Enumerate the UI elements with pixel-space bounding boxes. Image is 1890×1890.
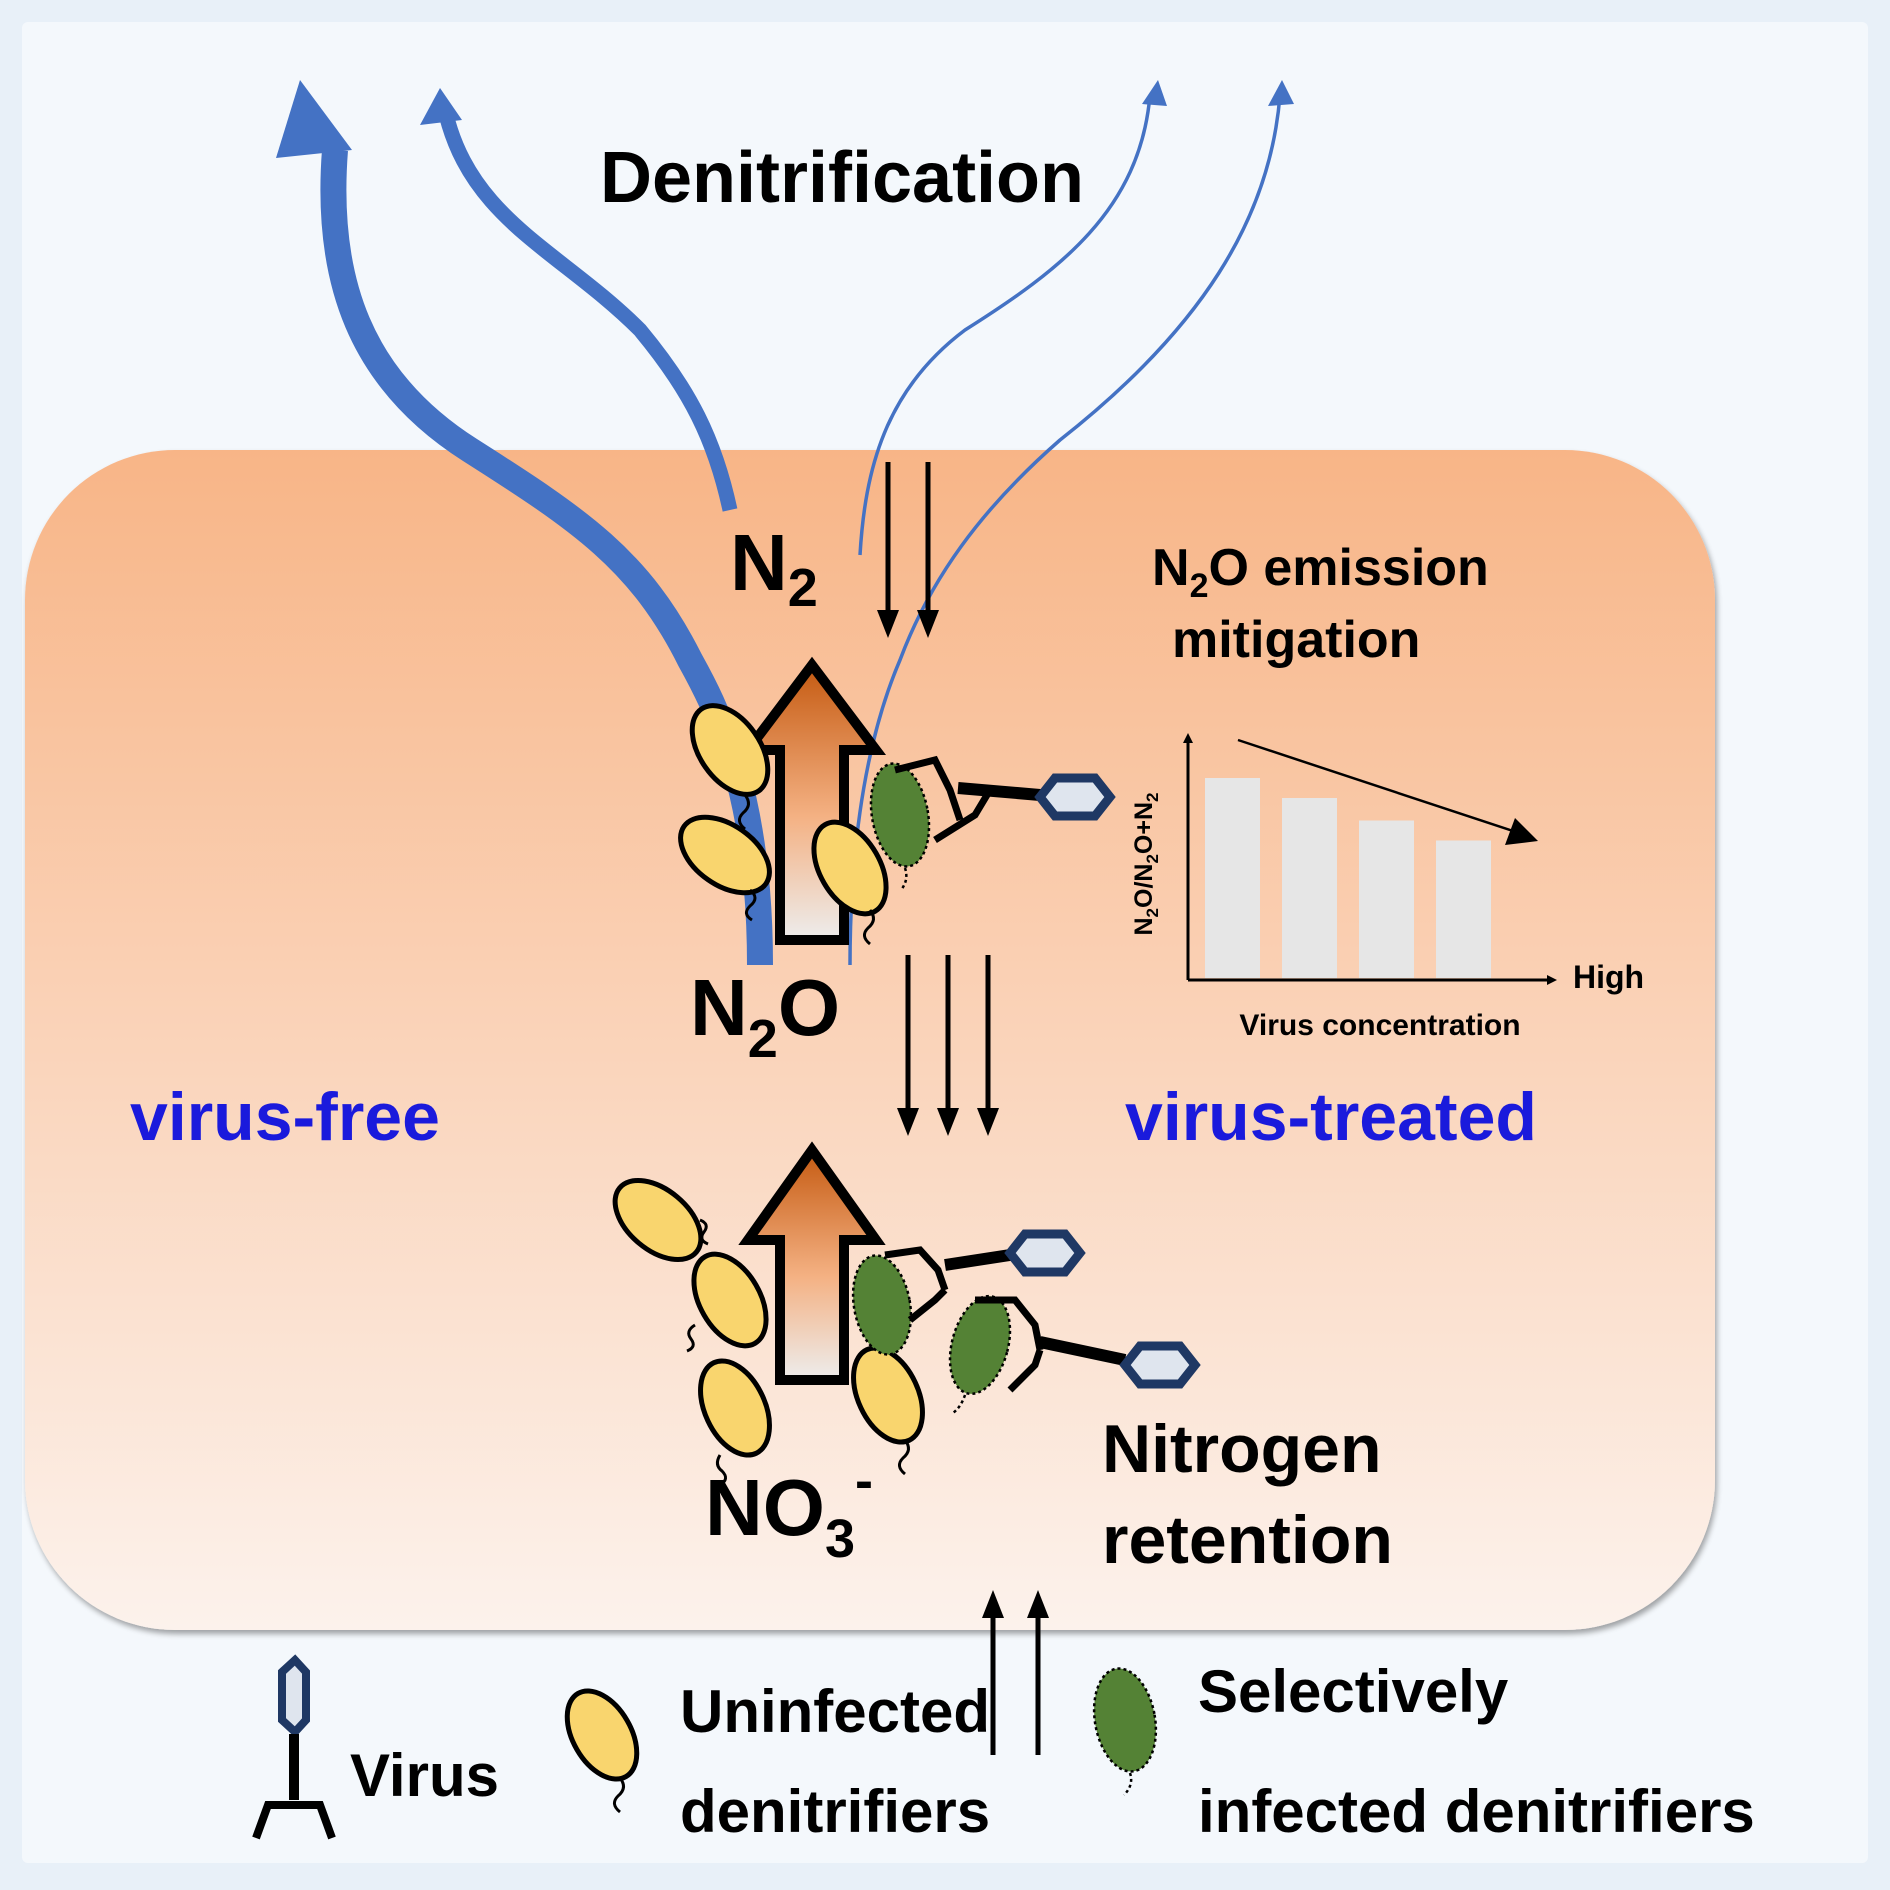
- uninfected-denitrifier: [612, 1177, 709, 1263]
- chart-bar: [1436, 840, 1491, 978]
- chart-trend-arrowhead: [1505, 818, 1538, 845]
- chart-bar: [1359, 820, 1414, 978]
- nitrogen-retention-arrows: [982, 1590, 1049, 1755]
- chart-bar: [1205, 778, 1260, 978]
- flux-arrowhead-thin-2: [1268, 80, 1294, 106]
- n2o-decrease-arrows: [897, 955, 999, 1136]
- legend-infected-line1: Selectively: [1198, 1658, 1509, 1725]
- infected-denitrifier: [851, 1254, 913, 1356]
- infected-cells: [851, 755, 1201, 1414]
- legend-virus-icon: [252, 1654, 336, 1840]
- virus-attached: [975, 1296, 1201, 1393]
- legend-infected-icon: [1092, 1667, 1158, 1796]
- flux-arrow-thin-1: [858, 94, 1152, 556]
- flux-arrowhead-thick: [276, 80, 352, 158]
- chart-bar: [1282, 798, 1337, 978]
- soil-panel: [25, 450, 1715, 1630]
- uninfected-cells: [612, 703, 925, 1487]
- legend-uninfected-line1: Uninfected: [680, 1678, 990, 1745]
- emission-label-line2: mitigation: [1172, 611, 1420, 669]
- n2o-label: N2O: [690, 963, 840, 1069]
- flux-arrow-thin-2: [848, 94, 1282, 966]
- flux-arrowhead-thin-1: [1142, 80, 1167, 106]
- legend-uninfected-line2: denitrifiers: [680, 1778, 990, 1845]
- chart-x-label: Virus concentration: [1239, 1009, 1520, 1042]
- infected-denitrifier: [869, 762, 931, 891]
- nitrate-to-n2o-arrow: [738, 1141, 886, 1385]
- virus-attached: [884, 1229, 1086, 1323]
- n2-decrease-arrows: [877, 462, 939, 638]
- uninfected-denitrifier: [678, 814, 772, 922]
- inset-chart: High Virus concentration N2O/N2O+N2: [1130, 733, 1644, 1042]
- virus-attached: [894, 755, 1116, 843]
- uninfected-denitrifier: [851, 1345, 925, 1476]
- retention-label-line1: Nitrogen: [1102, 1411, 1382, 1487]
- change-arrows: [877, 462, 1049, 1755]
- uninfected-denitrifier: [689, 703, 771, 831]
- flux-arrow-medium: [437, 108, 738, 512]
- chart-bars: [1205, 778, 1491, 978]
- virus-free-label: virus-free: [130, 1079, 440, 1155]
- flux-arrowhead-medium: [420, 88, 462, 125]
- title: Denitrification: [600, 138, 1084, 218]
- chart-trend-line: [1237, 738, 1526, 837]
- uninfected-denitrifier: [698, 1358, 772, 1487]
- legend-infected-line2: infected denitrifiers: [1198, 1778, 1755, 1845]
- virus-treated-label: virus-treated: [1125, 1079, 1537, 1155]
- legend: Virus Uninfected denitrifiers Selectivel…: [252, 1654, 1755, 1845]
- chart-x-end-label: High: [1573, 959, 1644, 995]
- uninfected-denitrifier: [686, 1251, 769, 1353]
- n2-label: N2: [730, 518, 818, 618]
- legend-virus-label: Virus: [350, 1742, 499, 1809]
- no3-label: NO3-: [705, 1451, 873, 1569]
- uninfected-denitrifier: [811, 819, 889, 946]
- legend-uninfected-icon: [564, 1688, 640, 1814]
- emission-label-line1: N2O emission: [1152, 539, 1489, 605]
- retention-label-line2: retention: [1102, 1502, 1393, 1578]
- chart-y-label: N2O/N2O+N2: [1130, 792, 1162, 935]
